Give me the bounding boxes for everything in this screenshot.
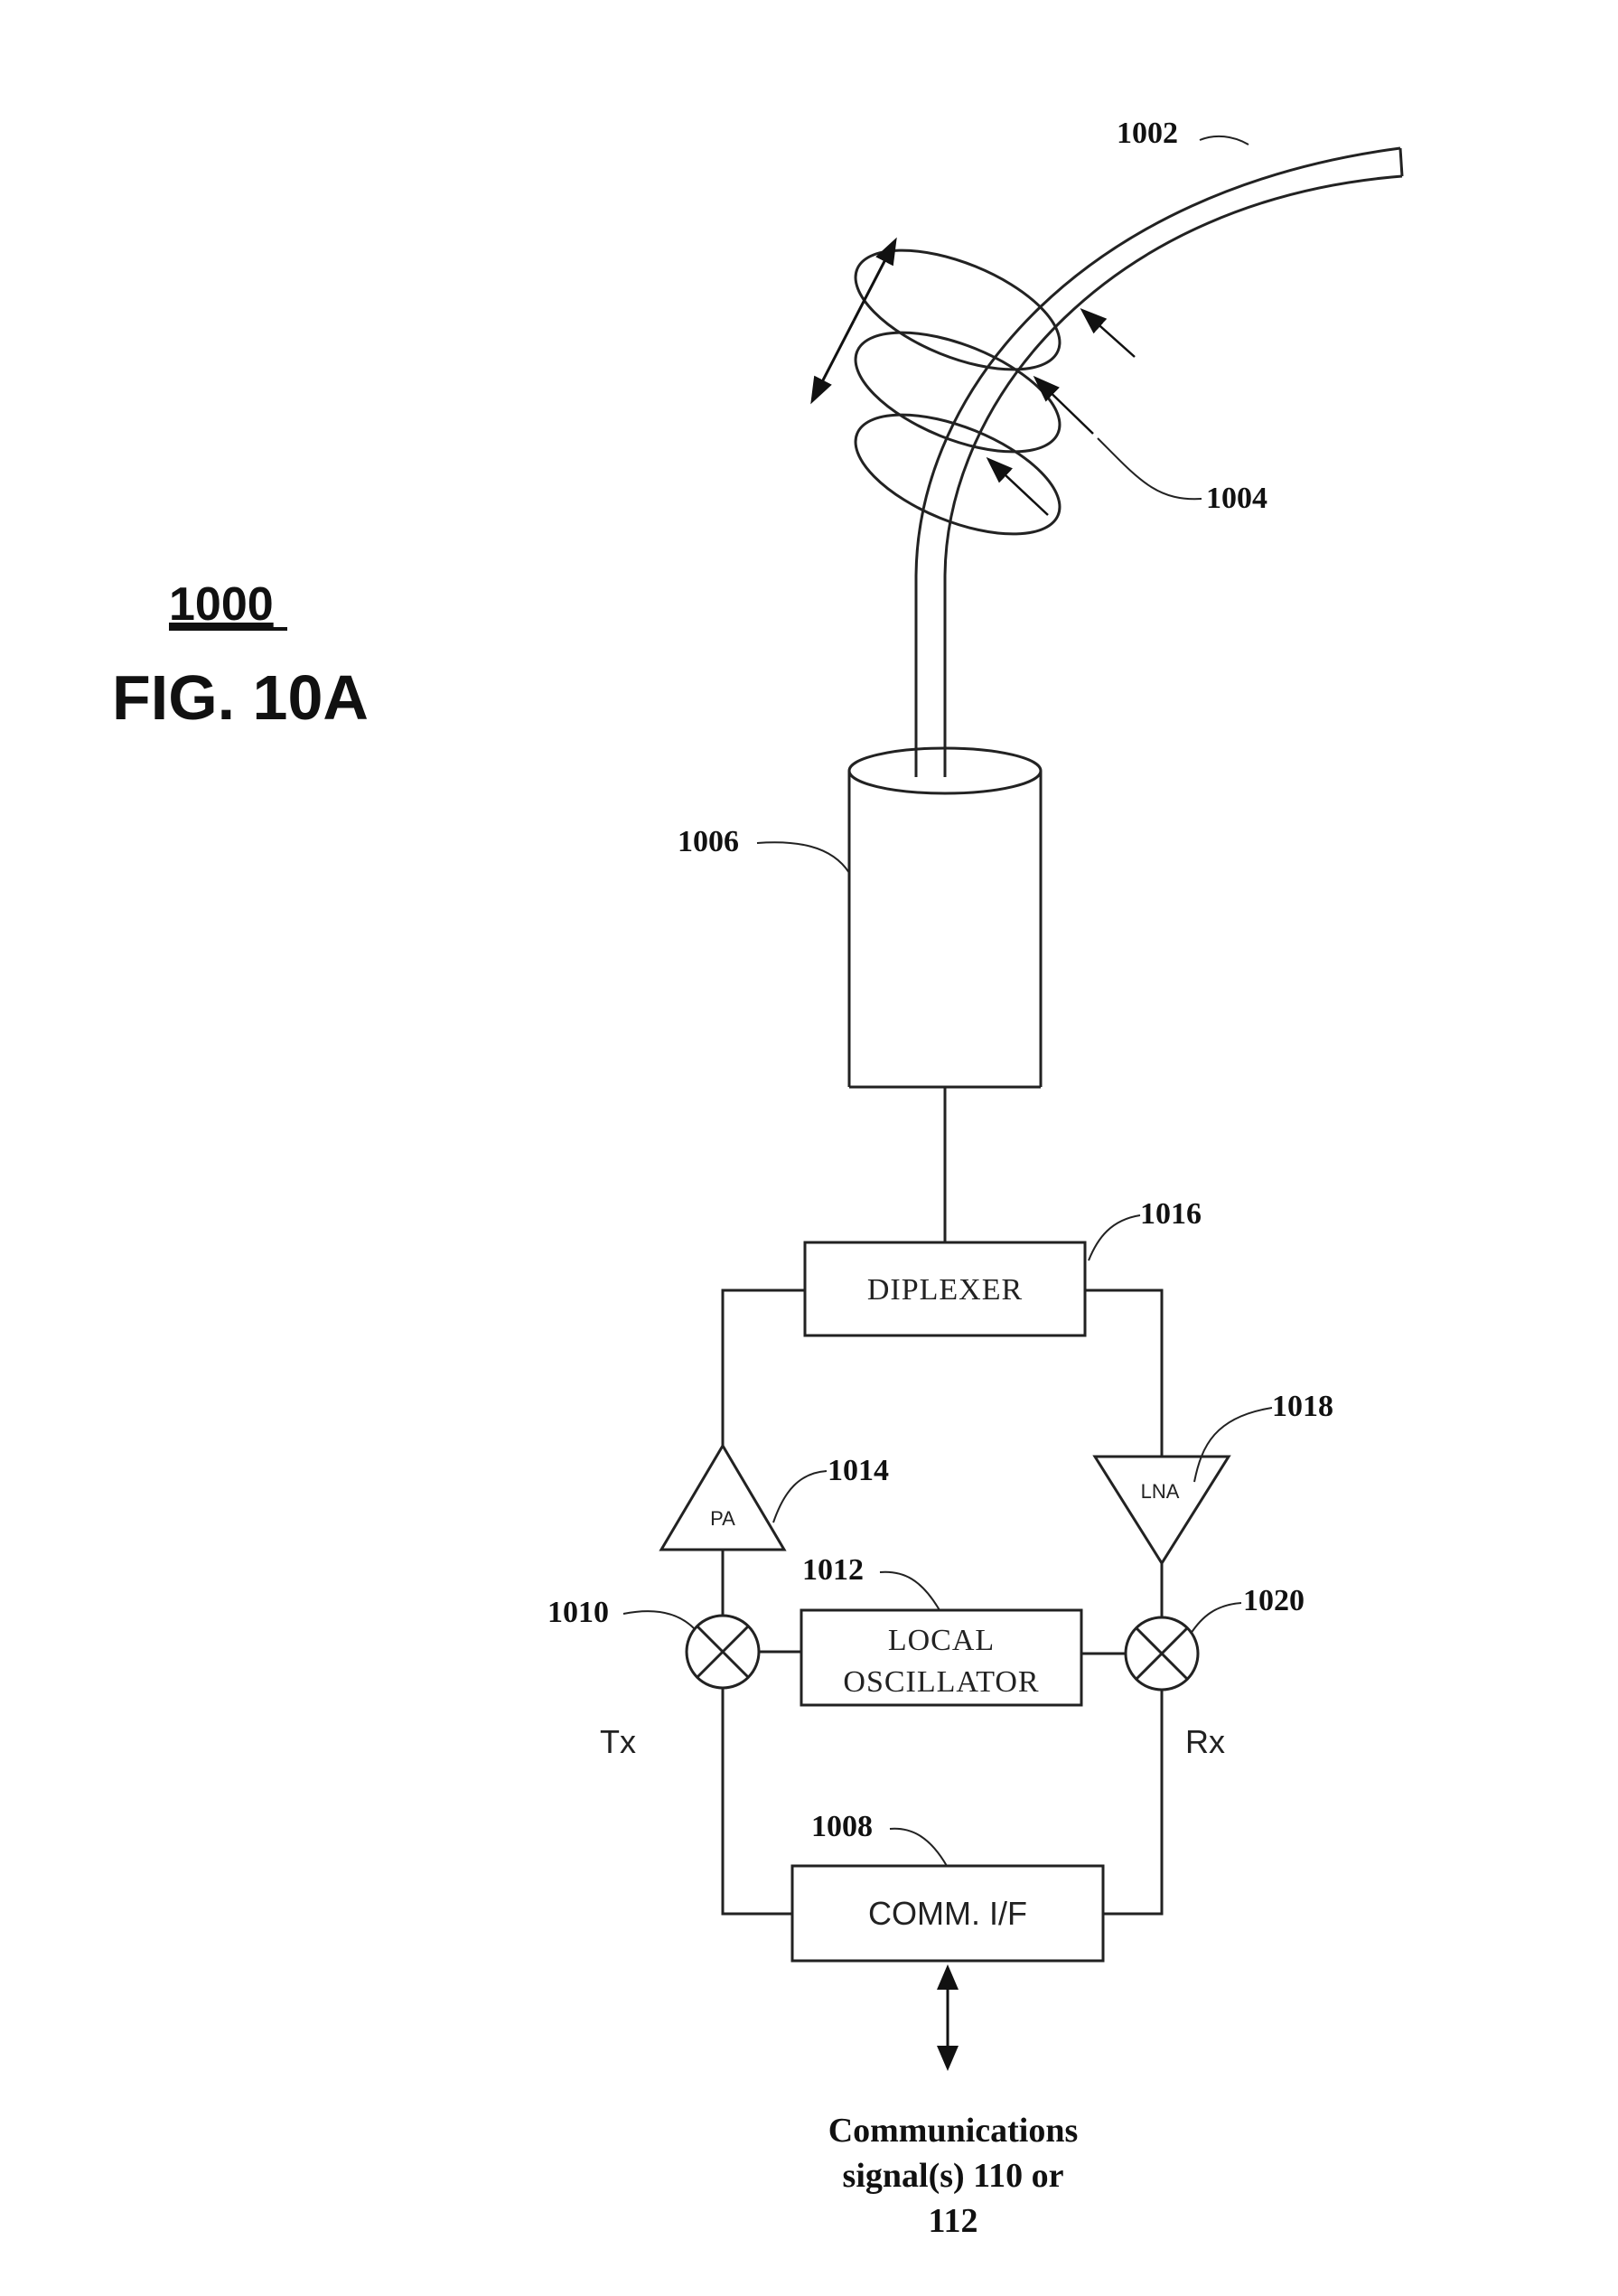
- local-oscillator-label-line2: OSCILLATOR: [843, 1665, 1039, 1699]
- signal-caption-line1: Communications: [828, 2112, 1079, 2150]
- leader-1008: [889, 1827, 948, 1867]
- ref-1020: 1020: [1243, 1584, 1305, 1617]
- wire-diplexer-pa: [721, 1289, 805, 1446]
- ref-1010: 1010: [547, 1596, 609, 1629]
- leader-1012: [879, 1570, 940, 1611]
- waveguide-launcher: [847, 746, 1043, 1089]
- leader-1020: [1190, 1602, 1242, 1635]
- leader-1002: [1199, 135, 1249, 145]
- ref-1008: 1008: [811, 1810, 873, 1843]
- comm-interface-label: COMM. I/F: [868, 1895, 1027, 1932]
- leader-1004: [1097, 437, 1202, 501]
- leader-1018: [1193, 1407, 1273, 1483]
- propagation-arrow: [810, 237, 897, 405]
- ref-1012: 1012: [802, 1553, 864, 1587]
- figure-number: 1000: [169, 578, 274, 631]
- wire-diplexer-lna: [1085, 1289, 1164, 1457]
- rx-mixer: [1124, 1616, 1200, 1692]
- leader-1006: [756, 841, 850, 874]
- signal-caption-line2: signal(s) 110 or: [843, 2157, 1064, 2195]
- figure-title: FIG. 10A: [112, 662, 369, 733]
- diplexer-label: DIPLEXER: [867, 1273, 1023, 1307]
- lna-amplifier: [1092, 1455, 1231, 1566]
- local-oscillator-block: [800, 1608, 1083, 1707]
- leader-1014: [772, 1470, 828, 1523]
- wire-tx-mixer-comm: [721, 1688, 792, 1916]
- leader-1010: [622, 1610, 695, 1629]
- ref-1006: 1006: [678, 825, 739, 858]
- wave-rings: [854, 248, 1062, 536]
- ref-1016: 1016: [1140, 1197, 1202, 1231]
- signal-caption-line3: 112: [929, 2202, 978, 2240]
- signal-arrow: [937, 1964, 959, 2071]
- ring-arrows: [986, 308, 1136, 516]
- tx-mixer: [685, 1614, 761, 1690]
- tx-label: Tx: [600, 1723, 636, 1760]
- ref-1018: 1018: [1272, 1390, 1333, 1423]
- pa-label: PA: [710, 1507, 735, 1530]
- wire-rx-mixer-comm: [1103, 1690, 1164, 1916]
- ref-1014: 1014: [828, 1454, 889, 1487]
- dielectric-waveguide: [914, 146, 1404, 777]
- comm-interface-block: [790, 1864, 1105, 1963]
- ref-1002: 1002: [1117, 117, 1178, 150]
- pa-amplifier: [659, 1443, 787, 1551]
- rx-label: Rx: [1185, 1723, 1225, 1760]
- leader-1016: [1088, 1214, 1141, 1261]
- ref-1004: 1004: [1206, 482, 1267, 515]
- local-oscillator-label-line1: LOCAL: [888, 1624, 995, 1657]
- lna-label: LNA: [1141, 1480, 1180, 1503]
